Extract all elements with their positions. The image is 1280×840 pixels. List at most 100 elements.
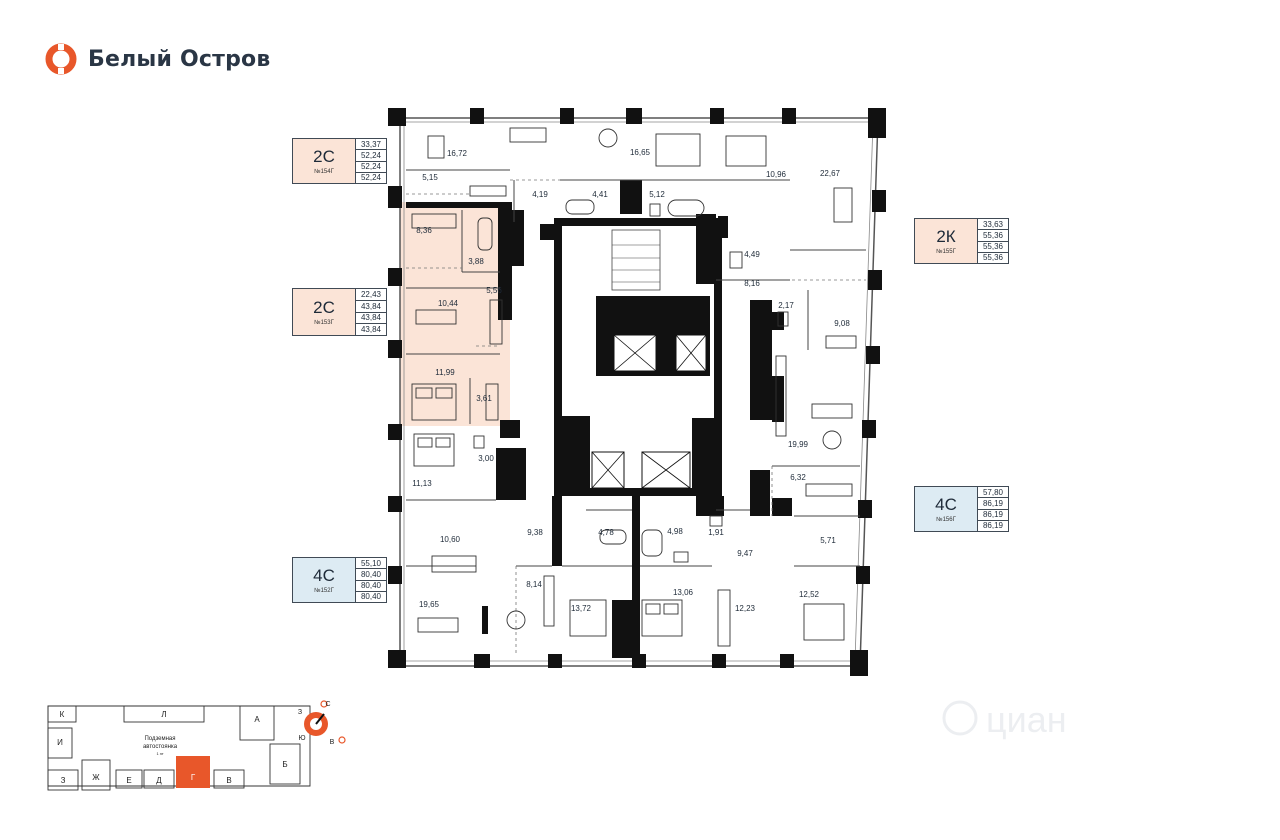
compass-west: З xyxy=(298,709,302,716)
section-label: Л xyxy=(161,710,166,719)
room-area-label: 9,47 xyxy=(737,549,753,558)
room-area-label: 8,14 xyxy=(526,580,542,589)
sofa-icon xyxy=(415,309,457,325)
room-area-label: 9,08 xyxy=(834,319,850,328)
bed-icon xyxy=(411,383,457,421)
area-value: 80,40 xyxy=(356,569,386,581)
room-area-label: 11,99 xyxy=(435,368,455,377)
apartment-153-highlight[interactable] xyxy=(400,202,510,426)
room-area-label: 22,67 xyxy=(820,169,841,178)
apartment-type: 4С xyxy=(935,494,957,514)
room-area-label: 5,56 xyxy=(486,286,502,295)
room-area-label: 3,88 xyxy=(468,257,484,266)
kitchen-counter-icon xyxy=(469,185,507,197)
sofa-icon xyxy=(431,555,477,573)
room-area-label: 10,44 xyxy=(438,299,459,308)
room-area-label: 11,13 xyxy=(412,479,432,488)
room-area-label: 12,52 xyxy=(799,590,820,599)
brand-title: Белый Остров xyxy=(88,46,271,72)
room-area-label: 8,36 xyxy=(416,226,432,235)
parking-label: Подземная xyxy=(144,736,175,742)
apartment-type: 2К xyxy=(936,226,956,246)
wardrobe-icon xyxy=(489,299,503,345)
room-area-label: 6,32 xyxy=(790,473,806,482)
bathtub-icon xyxy=(477,217,493,251)
apartment-number: №152Г xyxy=(314,587,334,594)
room-area-label: 19,99 xyxy=(788,440,809,449)
apartment-badge-4c-152[interactable]: 4С №152Г 55,10 80,40 80,40 80,40 xyxy=(292,557,387,603)
kitchen-counter-icon xyxy=(825,335,857,349)
apartment-type: 4С xyxy=(313,565,335,585)
bed-icon xyxy=(655,133,701,167)
area-value: 43,84 xyxy=(356,313,386,325)
room-area-label: 5,12 xyxy=(649,190,665,199)
central-core xyxy=(554,218,722,496)
apartment-number: №154Г xyxy=(314,168,334,175)
bathtub-icon xyxy=(565,199,595,215)
table-icon xyxy=(509,127,547,143)
sofa-icon xyxy=(417,617,459,633)
room-area-label: 4,98 xyxy=(667,527,683,536)
bathtub-icon xyxy=(641,529,663,557)
apartment-type: 2С xyxy=(313,297,335,317)
apartment-number: №155Г xyxy=(936,248,956,255)
section-label: Г xyxy=(191,773,196,782)
brand-mark-icon xyxy=(45,43,77,75)
section-label: В xyxy=(226,776,231,785)
room-area-label: 9,38 xyxy=(527,528,543,537)
area-value: 55,36 xyxy=(978,230,1008,242)
room-area-label: 4,41 xyxy=(592,190,608,199)
dining-table-icon xyxy=(822,430,842,450)
compass: С З Ю В xyxy=(298,700,346,746)
bed-icon xyxy=(725,135,767,167)
bed-icon xyxy=(413,433,455,467)
watermark: циан xyxy=(930,688,1150,753)
apartment-number: №153Г xyxy=(314,319,334,326)
watermark-logo-icon: циан xyxy=(942,699,1067,740)
parking-label: автостоянка xyxy=(143,744,178,750)
compass-east: В xyxy=(330,739,335,746)
apartment-badge-2k-155[interactable]: 2К №155Г 33,63 55,36 55,36 55,36 xyxy=(914,218,1009,264)
dining-table-icon xyxy=(506,610,526,630)
kitchen-counter-icon xyxy=(411,213,457,229)
apartment-badge-4c-156[interactable]: 4С №156Г 57,80 86,19 86,19 86,19 xyxy=(914,486,1009,532)
room-area-label: 1,91 xyxy=(708,528,724,537)
room-area-label: 5,15 xyxy=(422,173,438,182)
room-area-label: 10,96 xyxy=(766,170,787,179)
area-value: 55,36 xyxy=(982,253,1004,263)
area-value: 86,19 xyxy=(978,498,1008,510)
area-value: 33,37 xyxy=(356,139,386,151)
room-area-label: 2,17 xyxy=(778,301,794,310)
toilet-icon xyxy=(673,551,689,563)
bed-icon xyxy=(569,599,607,637)
area-value: 52,24 xyxy=(356,162,386,173)
area-value: 55,10 xyxy=(356,558,386,570)
section-label: Е xyxy=(126,776,131,785)
bathtub-icon xyxy=(667,199,705,217)
wardrobe-icon xyxy=(775,355,787,437)
room-area-label: 8,16 xyxy=(744,279,760,288)
apartment-badge-2c-154[interactable]: 2С №154Г 33,37 52,24 52,24 52,24 xyxy=(292,138,387,184)
room-area-label: 3,61 xyxy=(476,394,492,403)
room-area-label: 4,78 xyxy=(598,528,614,537)
site-plan: К Л А И З Ж Е Д Г В Б Подземная автостоя… xyxy=(47,705,311,791)
sofa-icon xyxy=(427,135,445,159)
area-value: 52,24 xyxy=(360,173,382,183)
area-value: 43,84 xyxy=(360,325,382,335)
section-label: А xyxy=(254,715,260,724)
room-area-label: 5,71 xyxy=(820,536,836,545)
toilet-icon xyxy=(709,515,723,527)
toilet-icon xyxy=(473,435,485,449)
sun-icon xyxy=(320,700,328,708)
bed-icon xyxy=(641,599,683,637)
apartment-badge-2c-153[interactable]: 2С №153Г 22,43 43,84 43,84 43,84 xyxy=(292,288,387,336)
section-label: К xyxy=(60,710,65,719)
wardrobe-icon xyxy=(717,589,731,647)
sofa-icon xyxy=(833,187,853,223)
bed-icon xyxy=(803,603,845,641)
sofa-icon xyxy=(811,403,853,419)
section-g-highlight[interactable] xyxy=(176,756,210,788)
section-label: З xyxy=(61,776,66,785)
room-area-label: 12,23 xyxy=(735,604,756,613)
furniture xyxy=(411,127,857,647)
